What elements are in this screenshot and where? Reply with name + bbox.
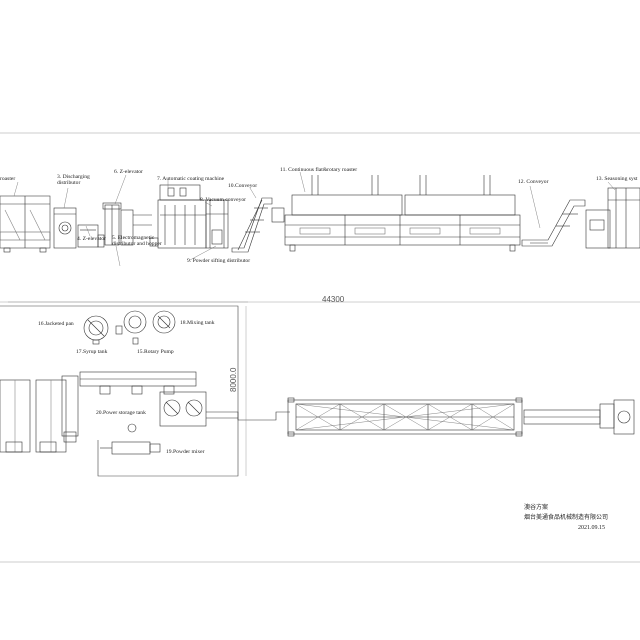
label-roaster: roaster	[0, 176, 16, 182]
conveyor-12-elevation	[521, 199, 586, 247]
label-jacketed-pan: 16.Jacketed pan	[38, 321, 74, 327]
label-powder-sifting-distributor: 9. Powder sifting distributor	[187, 258, 251, 264]
transfer-conveyors-plan	[79, 371, 197, 395]
z-elevator-6-elevation	[102, 202, 159, 247]
label-syrup-tank: 17.Syrup tank	[76, 349, 108, 355]
label-conveyor-10: 10.Conveyor	[228, 183, 258, 189]
coating-drums-plan	[159, 391, 207, 427]
continuous-roaster-elevation	[284, 175, 521, 252]
elevation-view	[0, 175, 640, 253]
label-z-elevator-6: 6. Z-elevator	[114, 169, 143, 175]
outlet-conveyor-plan	[523, 399, 635, 435]
title-block-date: 2021.09.15	[578, 525, 605, 531]
label-continuous-roaster: 11. Continuous flat&rotary roaster	[280, 167, 358, 173]
dimension-total-length: 44300	[322, 295, 345, 304]
seasoning-system-elevation	[585, 187, 640, 249]
roaster-elevation	[0, 195, 51, 253]
label-electromagnetic-distributor: 5. Electromagnetic distributor and hoppe…	[112, 235, 162, 248]
plan-view	[0, 310, 635, 455]
sheet-frame	[0, 132, 640, 563]
label-conveyor-12: 12. Conveyor	[518, 179, 549, 185]
jacketed-pan-plan	[83, 315, 109, 345]
label-mixing-tank: 18.Mixing tank	[180, 320, 215, 326]
label-z-elevator-4: 4. Z-elevator	[77, 236, 106, 242]
label-seasoning-system: 13. Seasoning syst	[596, 176, 638, 182]
powder-mixer-plan	[100, 423, 161, 455]
leader-lines	[13, 171, 616, 267]
conveyor-10-elevation	[231, 197, 285, 253]
title-block-name: 澳谷方案	[524, 505, 549, 511]
label-rotary-pump: 15.Rotary Pump	[137, 349, 174, 355]
dimension-width: 8000.0	[229, 367, 238, 392]
label-vacuum-conveyor: 8. Vacuum conveyor	[200, 197, 247, 203]
title-block-company: 烟台美通食品机械制造有限公司	[524, 515, 609, 521]
continuous-roaster-plan	[287, 397, 523, 437]
mixing-tank-plan	[115, 310, 176, 345]
label-power-storage-tank: 20.Power storage tank	[96, 410, 146, 416]
vacuum-conveyor-elevation	[205, 199, 229, 249]
label-automatic-coating-machine: 7. Automatic coating machine	[157, 176, 225, 182]
prep-room-enclosure	[0, 301, 248, 477]
conveyor-plan	[206, 411, 290, 421]
roaster-plan	[0, 375, 79, 453]
coating-machine-elevation	[157, 184, 207, 249]
label-powder-mixer: 19.Powder mixer	[166, 449, 205, 455]
label-discharging-distributor: 3. Discharging distributor	[57, 174, 90, 187]
z-elevator-4-elevation	[77, 224, 105, 248]
discharging-distributor-elevation	[53, 207, 77, 249]
